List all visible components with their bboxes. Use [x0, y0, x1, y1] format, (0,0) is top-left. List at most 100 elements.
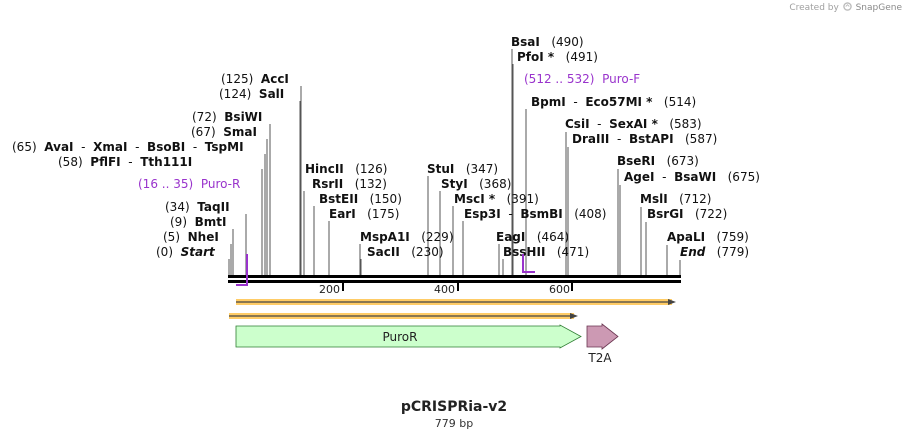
- site-name: BpmI: [531, 95, 566, 109]
- site-label-bsshii[interactable]: BssHII (471): [503, 245, 589, 259]
- ruler: 200 400 600: [319, 283, 573, 296]
- site-label-hincii[interactable]: HincII (126): [305, 162, 387, 176]
- feature-t2a-arrow[interactable]: [586, 323, 619, 350]
- backbone-top-strand: [228, 275, 681, 278]
- site-name: CsiI: [565, 117, 590, 131]
- site-label-sali[interactable]: (124) SalI: [219, 87, 284, 101]
- site-name: MslI: [640, 192, 668, 206]
- site-label-bpmi-eco57mi[interactable]: BpmI - Eco57MI * (514): [531, 95, 696, 109]
- site-position: (0): [156, 245, 173, 259]
- site-position: (587): [685, 132, 717, 146]
- site-position: (58): [58, 155, 83, 169]
- site-name: StuI: [427, 162, 454, 176]
- orf-forward-1: [236, 299, 676, 305]
- site-label-bmti[interactable]: (9) BmtI: [170, 215, 227, 229]
- site-position: (9): [170, 215, 187, 229]
- site-position: (72): [192, 110, 217, 124]
- site-label-apali[interactable]: ApaLI (759): [667, 230, 749, 244]
- site-label-pflfi-tth111i[interactable]: (58) PflFI - Tth111I: [58, 155, 192, 169]
- site-label-mspa1i[interactable]: MspA1I (229): [360, 230, 454, 244]
- map-title: pCRISPRia-v2: [400, 399, 508, 415]
- site-label-msli[interactable]: MslI (712): [640, 192, 711, 206]
- site-name: MspA1I: [360, 230, 410, 244]
- feature-puror-label: PuroR: [383, 330, 418, 344]
- site-name: Start: [181, 245, 216, 259]
- site-name: RsrII: [312, 177, 343, 191]
- site-separator: -: [74, 140, 94, 154]
- site-position: (368): [479, 177, 511, 191]
- site-position: (126): [355, 162, 387, 176]
- site-name: SmaI: [223, 125, 257, 139]
- site-label-styi[interactable]: StyI (368): [441, 177, 511, 191]
- site-label-msci[interactable]: MscI * (391): [454, 192, 539, 206]
- site-position: (675): [728, 170, 760, 184]
- site-name: AccI: [261, 72, 289, 86]
- site-separator: -: [609, 132, 629, 146]
- site-name: PflFI: [90, 155, 120, 169]
- site-name: BsrGI: [647, 207, 684, 221]
- site-label-draiii-bstapi[interactable]: DraIII - BstAPI (587): [572, 132, 717, 146]
- site-name: EagI: [496, 230, 525, 244]
- site-position: (673): [667, 154, 699, 168]
- site-name: BsaI: [511, 35, 540, 49]
- site-position: (464): [537, 230, 569, 244]
- site-label-bsiwi[interactable]: (72) BsiWI: [192, 110, 262, 124]
- site-name: SexAI *: [609, 117, 658, 131]
- site-name: ApaLI: [667, 230, 705, 244]
- site-label-taqii[interactable]: (34) TaqII: [165, 200, 230, 214]
- site-name: BssHII: [503, 245, 545, 259]
- site-label-csii-sexai[interactable]: CsiI - SexAI * (583): [565, 117, 702, 131]
- site-position: (65): [12, 140, 37, 154]
- site-name: End: [680, 245, 706, 259]
- site-name: TaqII: [197, 200, 229, 214]
- snapgene-logo-icon: [842, 2, 852, 11]
- site-position: (583): [669, 117, 701, 131]
- site-label-nhei[interactable]: (5) NheI: [163, 230, 219, 244]
- site-position: (471): [557, 245, 589, 259]
- site-label-start[interactable]: (0) Start: [156, 245, 216, 259]
- site-label-rsrii[interactable]: RsrII (132): [312, 177, 387, 191]
- site-name: XmaI: [93, 140, 127, 154]
- site-position: (175): [367, 207, 399, 221]
- site-label-eari[interactable]: EarI (175): [329, 207, 399, 221]
- primer-label-puro-r[interactable]: (16 .. 35) Puro-R: [138, 177, 240, 191]
- site-position: (230): [411, 245, 443, 259]
- site-name: MscI *: [454, 192, 496, 206]
- site-name: Tth111I: [140, 155, 192, 169]
- site-label-bsteii[interactable]: BstEII (150): [319, 192, 402, 206]
- site-labels: BsaI (490)PfoI * (491) (512 .. 532) Puro-…: [12, 35, 760, 259]
- site-separator: -: [590, 117, 610, 131]
- ruler-label-200: 200: [319, 283, 340, 296]
- site-label-esp3i-bsmbi[interactable]: Esp3I - BsmBI (408): [464, 207, 606, 221]
- feature-puror-arrow[interactable]: [235, 324, 582, 349]
- watermark-prefix: Created by: [789, 3, 839, 13]
- site-label-bsrgi[interactable]: BsrGI (722): [647, 207, 727, 221]
- site-separator: -: [127, 140, 147, 154]
- site-label-sacii[interactable]: SacII (230): [367, 245, 444, 259]
- site-label-bseri[interactable]: BseRI (673): [617, 154, 699, 168]
- backbone-bottom-strand: [228, 280, 681, 283]
- site-position: (514): [664, 95, 696, 109]
- site-label-smai[interactable]: (67) SmaI: [191, 125, 257, 139]
- site-position: (491): [566, 50, 598, 64]
- site-name: Esp3I: [464, 207, 501, 221]
- site-label-end[interactable]: End (779): [680, 245, 749, 259]
- site-label-pfoi[interactable]: PfoI * (491): [517, 50, 598, 64]
- site-name: SacII: [367, 245, 400, 259]
- site-position: (34): [165, 200, 190, 214]
- site-label-eagi[interactable]: EagI (464): [496, 230, 569, 244]
- site-name: StyI: [441, 177, 468, 191]
- site-name: BsmBI: [520, 207, 562, 221]
- site-position: (16 .. 35): [138, 177, 193, 191]
- site-name: BsaWI: [674, 170, 716, 184]
- site-label-stui[interactable]: StuI (347): [427, 162, 498, 176]
- site-label-agei-bsawi[interactable]: AgeI - BsaWI (675): [624, 170, 760, 184]
- snapgene-watermark: Created by SnapGene: [789, 2, 902, 13]
- site-name: BstEII: [319, 192, 358, 206]
- site-label-bsai[interactable]: BsaI (490): [511, 35, 584, 49]
- site-label-avai-xmai-bsobi-tspmi[interactable]: (65) AvaI - XmaI - BsoBI - TspMI: [12, 140, 244, 154]
- primer-label-puro-f[interactable]: (512 .. 532) Puro-F: [524, 72, 640, 86]
- site-separator: -: [566, 95, 586, 109]
- site-label-acci[interactable]: (125) AccI: [221, 72, 289, 86]
